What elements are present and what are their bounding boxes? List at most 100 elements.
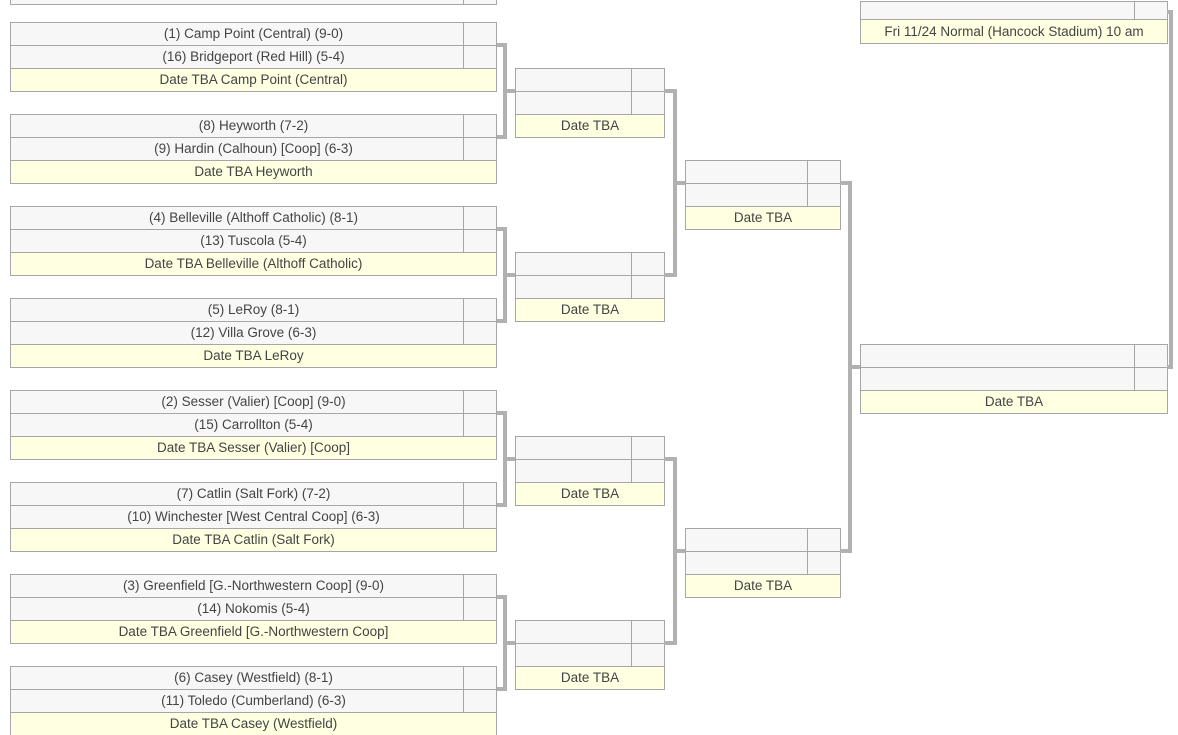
score-cell [631, 644, 664, 666]
advancement-row: Date TBA [516, 115, 664, 137]
quarterfinal-game-1: Date TBA [515, 68, 665, 138]
score-cell [631, 92, 664, 114]
advancement-row: Date TBA Heyworth [11, 161, 496, 183]
team-row: (11) Toledo (Cumberland) (6-3) [11, 690, 496, 713]
score-cell [463, 391, 496, 413]
connector-line [503, 457, 515, 461]
cutoff-row [10, 0, 497, 5]
score-cell [463, 23, 496, 45]
score-cell [463, 322, 496, 344]
team-row: (12) Villa Grove (6-3) [11, 322, 496, 345]
advancement-row: Date TBA Belleville (Althoff Catholic) [11, 253, 496, 275]
team-row [11, 0, 496, 4]
round1-game-3: (4) Belleville (Althoff Catholic) (8-1) … [10, 206, 497, 276]
connector-line [503, 89, 515, 93]
connector-line [840, 549, 852, 553]
score-cell [807, 529, 840, 551]
advancement-row: Date TBA Greenfield [G.-Northwestern Coo… [11, 621, 496, 643]
team-row: (5) LeRoy (8-1) [11, 299, 496, 322]
advancement-row: Date TBA Casey (Westfield) [11, 713, 496, 735]
score-cell [631, 253, 664, 275]
round1-game-6: (7) Catlin (Salt Fork) (7-2) (10) Winche… [10, 482, 497, 552]
team-name: (14) Nokomis (5-4) [197, 601, 310, 616]
advancement-row: Date TBA LeRoy [11, 345, 496, 367]
team-row: (1) Camp Point (Central) (9-0) [11, 23, 496, 46]
round1-game-1: (1) Camp Point (Central) (9-0) (16) Brid… [10, 22, 497, 92]
connector-line [497, 503, 507, 507]
team-name: (5) LeRoy (8-1) [207, 302, 300, 317]
score-cell [463, 483, 496, 505]
team-row [516, 253, 664, 276]
round1-game-5: (2) Sesser (Valier) [Coop] (9-0) (15) Ca… [10, 390, 497, 460]
team-row: (9) Hardin (Calhoun) [Coop] (6-3) [11, 138, 496, 161]
team-row [516, 437, 664, 460]
connector-line [497, 43, 507, 47]
team-name: (6) Casey (Westfield) (8-1) [174, 670, 333, 685]
team-row [516, 460, 664, 483]
team-row [686, 552, 840, 575]
team-row [686, 184, 840, 207]
connector-line [848, 365, 860, 369]
team-row: (14) Nokomis (5-4) [11, 598, 496, 621]
team-row [686, 161, 840, 184]
connector-line [664, 641, 677, 645]
round1-game-7: (3) Greenfield [G.-Northwestern Coop] (9… [10, 574, 497, 644]
team-row: (8) Heyworth (7-2) [11, 115, 496, 138]
team-name: (4) Belleville (Althoff Catholic) (8-1) [148, 210, 359, 225]
connector-line [497, 227, 507, 231]
semifinal-game-1: Date TBA [685, 160, 841, 230]
score-cell [807, 184, 840, 206]
round1-game-4: (5) LeRoy (8-1) (12) Villa Grove (6-3) D… [10, 298, 497, 368]
advancement-row: Date TBA Sesser (Valier) [Coop] [11, 437, 496, 459]
round1-game-8: (6) Casey (Westfield) (8-1) (11) Toledo … [10, 666, 497, 735]
connector-line [497, 687, 507, 691]
score-cell [463, 0, 496, 4]
advancement-row: Date TBA [516, 299, 664, 321]
connector-line [503, 273, 515, 277]
team-row: (13) Tuscola (5-4) [11, 230, 496, 253]
score-cell [463, 138, 496, 160]
championship-info-row: Fri 11/24 Normal (Hancock Stadium) 10 am [861, 20, 1167, 43]
score-cell [631, 437, 664, 459]
score-cell [1134, 2, 1167, 19]
team-name: (9) Hardin (Calhoun) [Coop] (6-3) [154, 141, 353, 156]
score-cell [631, 276, 664, 298]
score-cell [463, 299, 496, 321]
team-row [516, 276, 664, 299]
score-cell [463, 690, 496, 712]
team-row: (10) Winchester [West Central Coop] (6-3… [11, 506, 496, 529]
team-name: (7) Catlin (Salt Fork) (7-2) [176, 486, 331, 501]
score-cell [631, 621, 664, 643]
score-cell [1134, 345, 1167, 367]
team-name: (3) Greenfield [G.-Northwestern Coop] (9… [122, 578, 385, 593]
advancement-row: Date TBA [516, 667, 664, 689]
team-name: (15) Carrollton (5-4) [194, 417, 313, 432]
team-name: (8) Heyworth (7-2) [198, 118, 309, 133]
advancement-row: Date TBA Camp Point (Central) [11, 69, 496, 91]
score-cell [807, 161, 840, 183]
team-name: (2) Sesser (Valier) [Coop] (9-0) [161, 394, 346, 409]
advancement-row: Date TBA [686, 575, 840, 597]
connector-line [673, 549, 685, 553]
advancement-row: Date TBA [861, 391, 1167, 413]
team-row: (4) Belleville (Althoff Catholic) (8-1) [11, 207, 496, 230]
championship-box: Fri 11/24 Normal (Hancock Stadium) 10 am [860, 1, 1168, 44]
score-cell [463, 230, 496, 252]
round1-game-2: (8) Heyworth (7-2) (9) Hardin (Calhoun) … [10, 114, 497, 184]
connector-line [664, 89, 677, 93]
semifinal-game-2: Date TBA [685, 528, 841, 598]
team-name: (11) Toledo (Cumberland) (6-3) [161, 693, 346, 708]
connector-line [1169, 10, 1173, 369]
quarterfinal-game-4: Date TBA [515, 620, 665, 690]
connector-line [497, 595, 507, 599]
connector-line [840, 181, 852, 185]
score-cell [631, 69, 664, 91]
connector-line [503, 641, 515, 645]
advancement-row: Date TBA Catlin (Salt Fork) [11, 529, 496, 551]
advancement-row: Date TBA [686, 207, 840, 229]
advancement-row: Date TBA [516, 483, 664, 505]
championship-winner-row [861, 2, 1167, 20]
team-name: (16) Bridgeport (Red Hill) (5-4) [162, 49, 345, 64]
score-cell [463, 667, 496, 689]
